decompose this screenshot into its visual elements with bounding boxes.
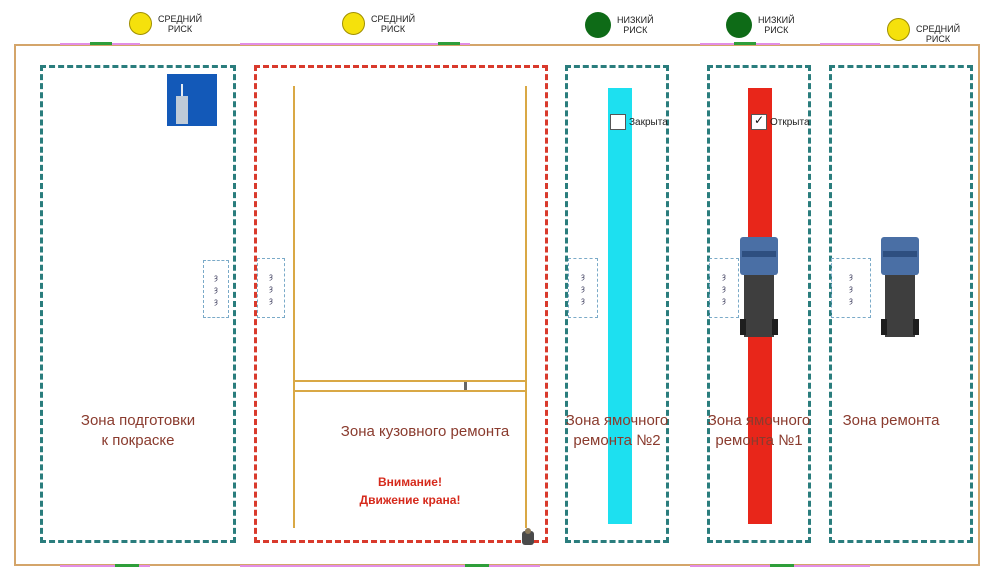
pit-1-status-label: Открыта — [770, 116, 810, 128]
top-door-3[interactable] — [734, 42, 756, 45]
risk-dot — [887, 17, 910, 41]
pit-2[interactable] — [608, 88, 632, 524]
zone-label-repair: Зона ремонта — [842, 412, 940, 429]
bottom-gate-2 — [240, 565, 540, 567]
risk-dot — [726, 12, 752, 38]
crane-rail-right — [525, 86, 527, 528]
crane-hoist-icon[interactable] — [464, 382, 467, 390]
zone-body-repair[interactable] — [254, 65, 548, 543]
top-gate-2 — [240, 43, 470, 45]
top-gate-4 — [820, 43, 880, 45]
zone-label-body-repair: Зона кузовного ремонта — [340, 423, 510, 440]
top-door-2[interactable] — [438, 42, 460, 45]
worker-icon[interactable] — [522, 528, 534, 545]
crane-rail-left — [293, 86, 295, 528]
pit-1-checkbox[interactable]: ✓ — [751, 114, 767, 130]
truck-icon[interactable] — [740, 237, 778, 337]
pit-2-status[interactable]: Закрыта — [610, 114, 668, 130]
pit-2-status-label: Закрыта — [629, 116, 668, 128]
risk-dot — [129, 12, 152, 35]
zone-pit-2[interactable] — [565, 65, 669, 543]
risk-dot — [585, 12, 611, 38]
pit-1-status[interactable]: ✓ Открыта — [751, 114, 810, 130]
pit-2-checkbox[interactable] — [610, 114, 626, 130]
bottom-gate-1 — [60, 565, 150, 567]
bottom-door-2[interactable] — [465, 564, 489, 567]
zone-repair[interactable] — [829, 65, 973, 543]
check-mark-icon: ✓ — [753, 113, 765, 127]
zone-paint-prep[interactable] — [40, 65, 236, 543]
top-door-1[interactable] — [90, 42, 112, 45]
crane-warning: Внимание!Движение крана! — [359, 475, 461, 507]
zone-pit-1[interactable] — [707, 65, 811, 543]
door-icon[interactable] — [167, 74, 217, 126]
bottom-door-3[interactable] — [770, 564, 794, 567]
risk-dot — [342, 12, 365, 35]
bottom-door-1[interactable] — [115, 564, 139, 567]
truck-icon[interactable] — [881, 237, 919, 337]
crane-beam-bottom — [293, 390, 527, 392]
crane-beam-top — [293, 380, 527, 382]
